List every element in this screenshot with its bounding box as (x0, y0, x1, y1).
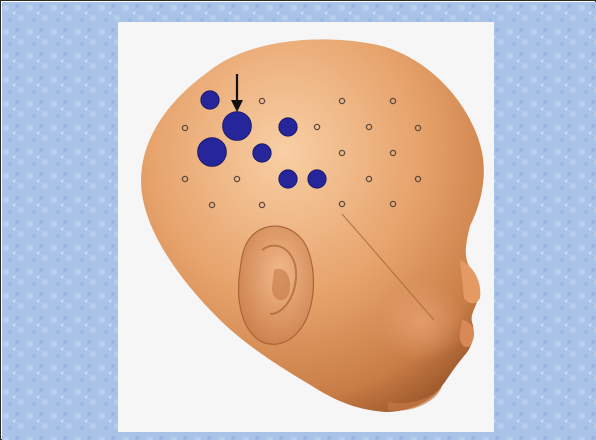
electrode-m18-active (308, 170, 326, 188)
electrode-m01-active (201, 91, 219, 109)
electrode-m07-active (279, 118, 297, 136)
electrode-m11-active (198, 138, 227, 167)
ear (239, 226, 314, 344)
cheek-shading (378, 282, 466, 362)
electrode-m12-active (253, 144, 271, 162)
electrode-m06-active (223, 112, 252, 141)
electrode-m17-active (279, 170, 297, 188)
